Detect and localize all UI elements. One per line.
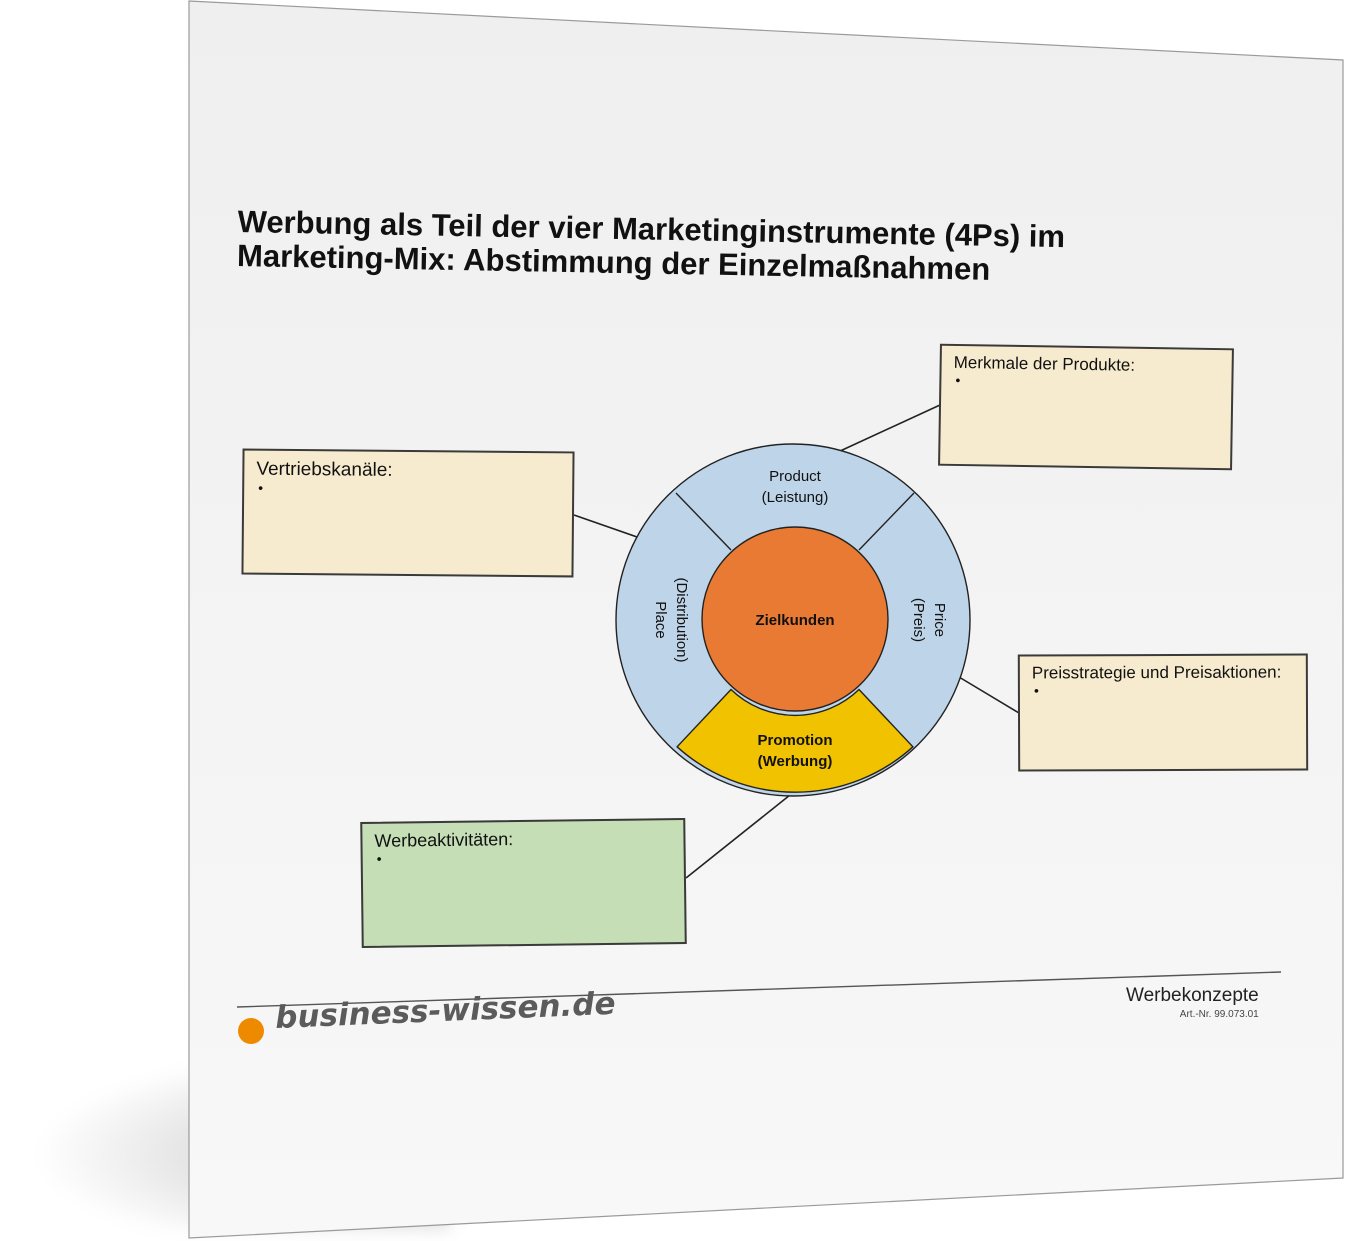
price-label: Price (931, 603, 948, 637)
connector-preis (958, 676, 1020, 714)
footer-info: Werbekonzepte Art.-Nr. 99.073.01 (1126, 985, 1259, 1020)
box-produkte-title: Merkmale der Produkte: (953, 352, 1136, 375)
box-vertrieb-title: Vertriebskanäle: (256, 458, 393, 481)
box-vertrieb-bullet: • (258, 479, 264, 496)
footer-article-number: Art.-Nr. 99.073.01 (1179, 1009, 1259, 1020)
connector-vertrieb (573, 514, 638, 538)
box-preis-bullet: • (1033, 682, 1039, 699)
connector-werbung (685, 794, 791, 879)
box-preis[interactable]: Preisstrategie und Preisaktionen: • (1017, 653, 1309, 772)
price-sublabel: (Preis) (910, 598, 927, 642)
product-sublabel: (Leistung) (762, 489, 829, 506)
place-sublabel: (Distribution) (673, 577, 690, 662)
footer-category: Werbekonzepte (1126, 985, 1259, 1006)
product-label: Product (769, 468, 822, 485)
logo-dot-icon (238, 1018, 264, 1044)
promotion-sublabel: (Werbung) (758, 753, 833, 770)
box-preis-title: Preisstrategie und Preisaktionen: (1031, 662, 1282, 683)
divider-product-price (858, 492, 915, 551)
box-werbung[interactable]: Werbeaktivitäten: • (360, 818, 687, 948)
divider-product-place (675, 492, 732, 551)
box-vertrieb[interactable]: Vertriebskanäle: • (241, 448, 575, 578)
footer-rule (236, 971, 1282, 1008)
connector-produkte (837, 404, 941, 453)
box-produkte[interactable]: Merkmale der Produkte: • (938, 343, 1234, 471)
box-werbung-title: Werbeaktivitäten: (374, 829, 514, 851)
promotion-label: Promotion (758, 732, 833, 749)
center-label: Zielkunden (755, 612, 834, 629)
center-circle[interactable] (701, 526, 889, 712)
place-label: Place (652, 601, 669, 639)
promotion-segment[interactable] (676, 688, 914, 793)
